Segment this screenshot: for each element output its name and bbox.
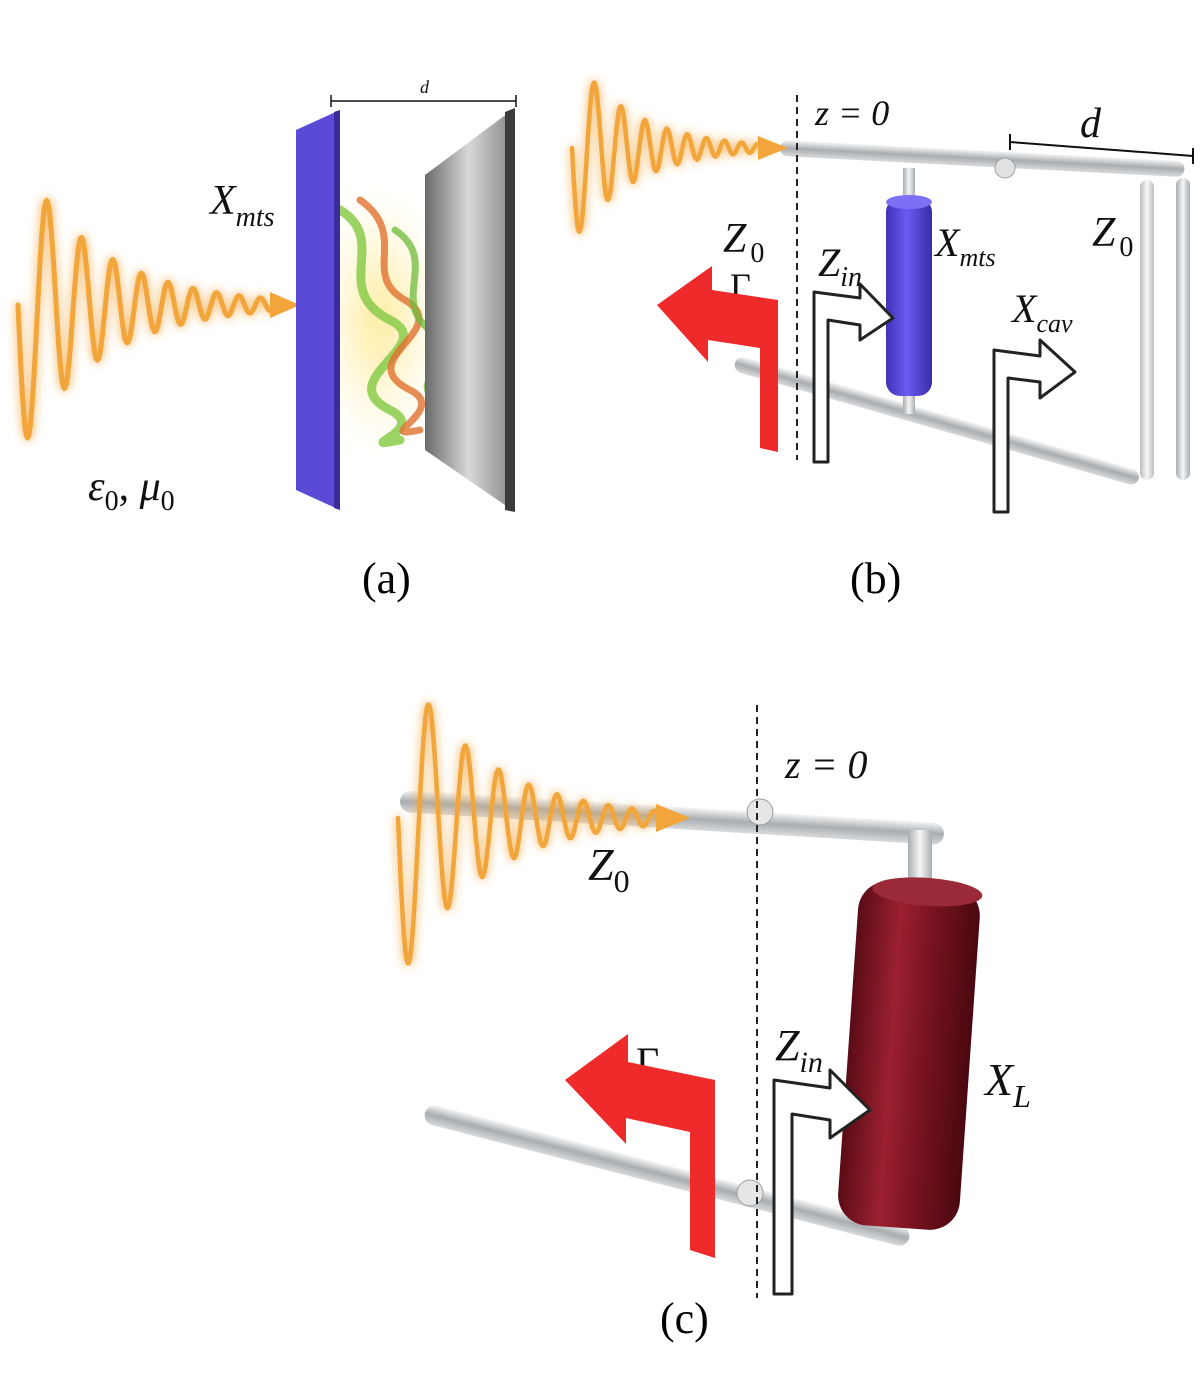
incident-wave-b	[569, 80, 765, 234]
metasurface-plate-edge	[334, 110, 340, 510]
zin-label-b: Zin	[818, 240, 862, 293]
xmts-label-b: Xmts	[933, 220, 996, 272]
zin-arrow-b	[812, 282, 895, 464]
mts-cylinder-top	[886, 195, 932, 209]
xl-label-c: XL	[983, 1054, 1031, 1114]
gamma-arrow-c	[565, 1034, 715, 1258]
ground-plate	[425, 110, 512, 510]
tl-short-rod-2	[1140, 180, 1154, 480]
x-mts-label: Xmts	[208, 178, 275, 233]
mts-cylinder	[886, 198, 932, 396]
junction-top-c	[746, 798, 774, 826]
d-label-b: d	[1080, 101, 1102, 147]
tl-short-rod	[1176, 178, 1190, 480]
tl-top-rod	[779, 140, 1185, 177]
tl-bottom-rod	[734, 357, 1140, 485]
wave-arrowhead-b	[758, 136, 788, 160]
junction-top	[994, 157, 1016, 179]
z0-label-c: z = 0	[784, 742, 868, 787]
caption-b: (b)	[850, 554, 901, 603]
caption-a: (a)	[362, 554, 411, 603]
zin-arrow-c	[772, 1068, 872, 1296]
gamma-arrow-b	[657, 266, 778, 452]
zin-label-c: Zin	[775, 1021, 823, 1079]
junction-bottom-c	[736, 1179, 764, 1207]
xcav-label-b: Xcav	[1010, 286, 1073, 338]
incident-wave-c	[395, 702, 663, 966]
load-cylinder-top	[872, 877, 983, 907]
z0-label-c-line: Z0	[588, 839, 630, 899]
panel-c: z = 0 Z0 Zin XL Γ (c)	[395, 702, 1031, 1343]
standing-wave-orange	[356, 196, 426, 436]
xcav-arrow-b	[992, 338, 1077, 514]
d-label: d	[420, 77, 430, 97]
load-cylinder	[838, 881, 980, 1230]
d-dimension-line-b	[1009, 141, 1194, 157]
standing-wave-green	[335, 205, 408, 448]
metasurface-plate	[296, 110, 340, 510]
wave-arrowhead	[270, 292, 300, 318]
z0-label-b: z = 0	[814, 93, 889, 133]
caption-c: (c)	[660, 1294, 709, 1343]
ground-plate-edge	[505, 108, 515, 512]
wave-arrowhead-c	[656, 804, 690, 832]
panel-a: d Xmts ε0, μ0 (a)	[15, 77, 517, 603]
epsilon-mu-label: ε0, μ0	[88, 464, 175, 517]
mts-post-top	[903, 168, 915, 202]
incident-wave	[15, 197, 275, 442]
